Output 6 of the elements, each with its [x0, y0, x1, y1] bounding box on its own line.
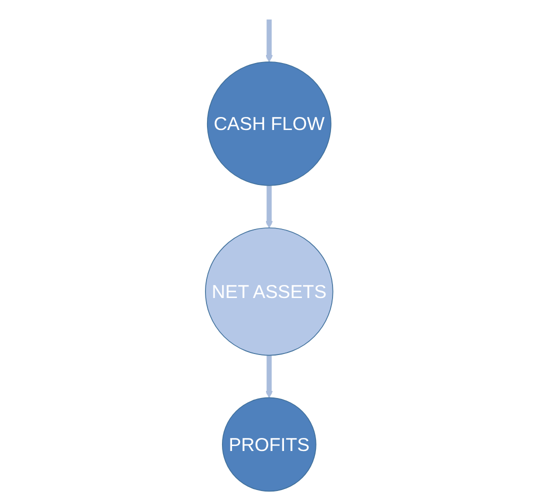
- node-circle: PROFITS: [222, 397, 317, 492]
- arrow: [266, 185, 274, 228]
- node-circle: NET ASSETS: [205, 227, 334, 356]
- arrow: [266, 20, 274, 62]
- arrow: [266, 355, 274, 398]
- node-circle: CASH FLOW: [207, 61, 332, 186]
